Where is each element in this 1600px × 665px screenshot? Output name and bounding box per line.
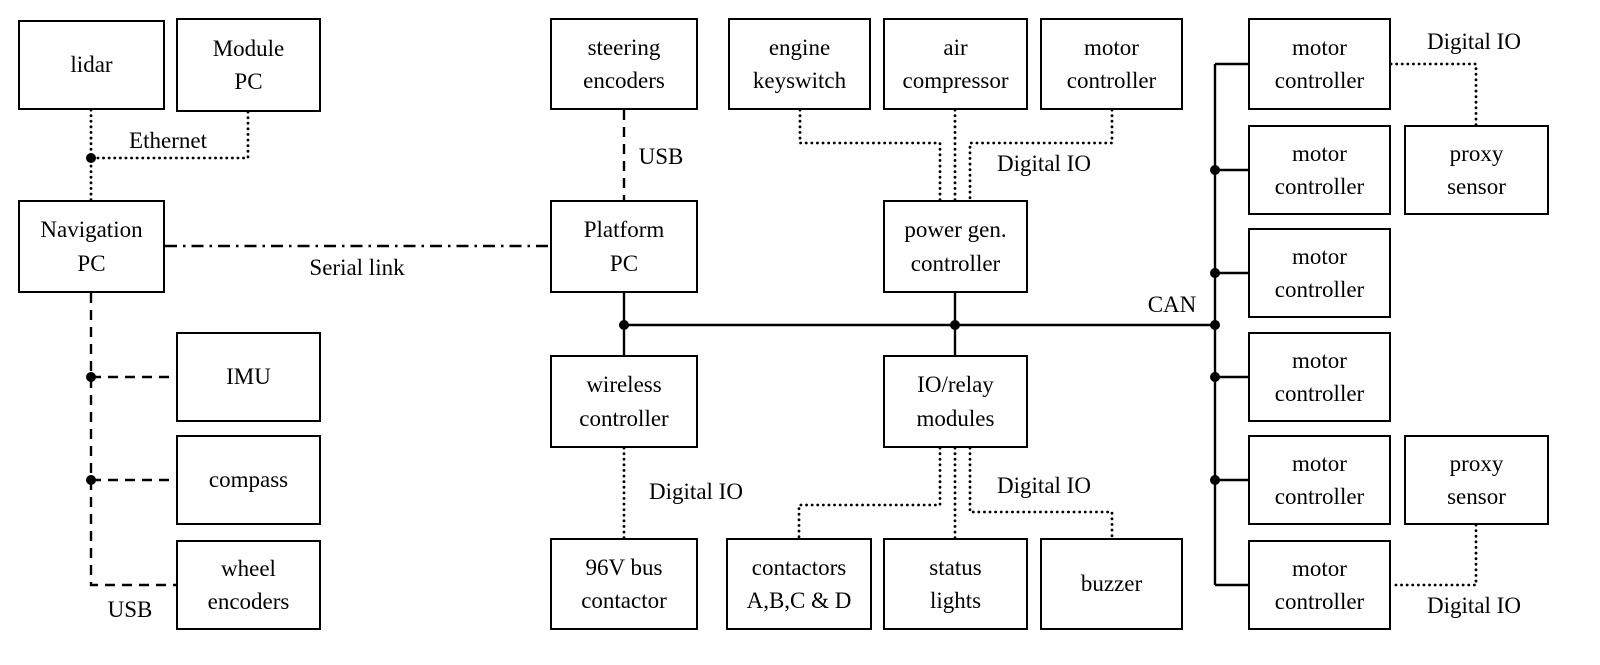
node-label-line: sensor: [1447, 484, 1506, 509]
node-io-relay-modules: IO/relay modules: [883, 355, 1028, 448]
digital-io-lines: [622, 62, 1478, 587]
node-status-lights: status lights: [883, 538, 1028, 630]
node-label-line: motor: [1292, 140, 1347, 166]
node-motor-controller-2: motor controller: [1248, 125, 1391, 215]
node-label-line: steering: [587, 34, 661, 60]
node-label-line: 96V bus: [585, 554, 663, 580]
node-label-line: contactor: [581, 588, 667, 613]
node-label-line: controller: [1274, 68, 1365, 93]
edge-label-can: CAN: [1147, 292, 1197, 317]
node-label-line: contactors: [751, 554, 847, 580]
node-label-line: A,B,C & D: [746, 588, 852, 613]
node-label-line: controller: [1274, 589, 1365, 614]
node-label-line: sensor: [1447, 174, 1506, 199]
node-engine-keyswitch: engine keyswitch: [728, 18, 871, 110]
node-steering-encoders: steering encoders: [550, 18, 698, 110]
node-label-line: proxy: [1449, 140, 1504, 166]
node-label-line: motor: [1292, 347, 1347, 373]
ethernet-lines: [89, 108, 250, 202]
node-label-line: proxy: [1449, 450, 1504, 476]
junction-dots: [86, 153, 1220, 485]
node-motor-controller-gen: motor controller: [1040, 18, 1183, 110]
node-label-line: wheel: [221, 555, 276, 581]
node-imu: IMU: [176, 332, 321, 422]
node-motor-controller-1: motor controller: [1248, 18, 1391, 110]
node-motor-controller-5: motor controller: [1248, 435, 1391, 525]
node-label-line: Navigation: [40, 217, 143, 243]
edge-label-digio-bottom-right: Digital IO: [1427, 593, 1521, 618]
node-label-line: controller: [1274, 484, 1365, 509]
edge-label-digio-powergen: Digital IO: [997, 151, 1091, 176]
node-label-line: PC: [609, 250, 639, 276]
node-label-line: lights: [929, 588, 982, 613]
edge-label-serial-link: Serial link: [309, 255, 405, 280]
node-label-line: IO/relay: [917, 372, 994, 398]
node-label-line: compass: [208, 467, 289, 493]
node-label-line: motor: [1292, 243, 1347, 269]
node-label-line: power gen.: [904, 217, 1007, 243]
node-motor-controller-4: motor controller: [1248, 332, 1391, 422]
edge-label-digio-top-right: Digital IO: [1427, 29, 1521, 54]
node-label-line: motor: [1292, 555, 1347, 581]
node-wheel-encoders: wheel encoders: [176, 540, 321, 630]
node-label-line: controller: [1066, 68, 1157, 93]
edge-label-usb-left: USB: [107, 597, 153, 622]
node-label-line: controller: [910, 250, 1001, 276]
node-label-line: PC: [77, 250, 106, 276]
usb-lines: [89, 110, 626, 587]
node-lidar: lidar: [18, 20, 165, 110]
node-label-line: keyswitch: [752, 68, 847, 93]
node-label-line: IMU: [226, 364, 271, 390]
node-label-line: wireless: [586, 372, 662, 398]
node-label-line: PC: [234, 69, 263, 94]
node-label-line: Module: [212, 35, 285, 61]
node-wireless-controller: wireless controller: [550, 355, 698, 448]
node-label-line: encoders: [583, 68, 665, 93]
node-label-line: controller: [1274, 381, 1365, 406]
node-label-line: air: [943, 34, 968, 60]
node-proxy-sensor-2: proxy sensor: [1404, 435, 1549, 525]
node-label-line: engine: [768, 34, 831, 60]
edge-label-usb-steering: USB: [638, 144, 684, 169]
node-label-line: controller: [579, 405, 669, 431]
edge-label-ethernet: Ethernet: [129, 128, 207, 153]
node-label-line: modules: [916, 405, 995, 431]
node-motor-controller-6: motor controller: [1248, 540, 1391, 630]
node-air-compressor: air compressor: [883, 18, 1028, 110]
node-label-line: controller: [1274, 174, 1365, 199]
node-label-line: controller: [1274, 277, 1365, 302]
node-label-line: motor: [1292, 450, 1347, 476]
node-label-line: motor: [1084, 34, 1139, 60]
edge-label-digio-iorelay: Digital IO: [997, 473, 1091, 498]
node-label-line: Platform: [583, 217, 665, 243]
node-label-line: motor: [1292, 34, 1347, 60]
node-label-line: status: [929, 554, 982, 580]
node-bus-contactor: 96V bus contactor: [550, 538, 698, 630]
node-label-line: buzzer: [1080, 571, 1143, 597]
edge-label-digio-wireless: Digital IO: [649, 479, 743, 504]
node-label-line: lidar: [70, 52, 113, 78]
node-compass: compass: [176, 435, 321, 525]
node-power-gen-controller: power gen. controller: [883, 200, 1028, 293]
node-label-line: compressor: [902, 68, 1009, 93]
node-label-line: encoders: [207, 589, 290, 614]
node-motor-controller-3: motor controller: [1248, 228, 1391, 318]
node-buzzer: buzzer: [1040, 538, 1183, 630]
node-proxy-sensor-1: proxy sensor: [1404, 125, 1549, 215]
